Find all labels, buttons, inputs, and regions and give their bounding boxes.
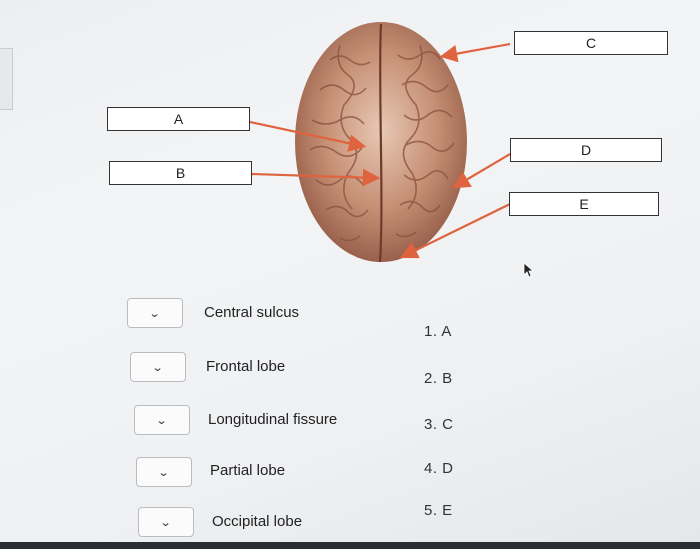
choice-4: 4. D — [424, 460, 454, 477]
label-box-e: E — [509, 192, 659, 216]
choice-5: 5. E — [424, 502, 453, 519]
term-frontal-lobe: Frontal lobe — [206, 358, 286, 375]
chevron-down-icon: ⌄ — [152, 361, 164, 374]
label-box-c: C — [514, 31, 668, 55]
label-e: E — [579, 196, 589, 212]
label-box-d: D — [510, 138, 662, 162]
label-c: C — [585, 35, 597, 51]
window-edge — [0, 48, 13, 110]
match-dropdown-2[interactable]: ⌄ — [130, 352, 186, 382]
choice-3: 3. C — [424, 416, 454, 433]
chevron-down-icon: ⌄ — [160, 516, 172, 529]
match-dropdown-4[interactable]: ⌄ — [136, 457, 192, 487]
label-d: D — [580, 142, 592, 158]
term-central-sulcus: Central sulcus — [204, 304, 300, 321]
chevron-down-icon: ⌄ — [149, 307, 161, 320]
chevron-down-icon: ⌄ — [156, 414, 168, 427]
label-box-b: B — [109, 161, 252, 185]
term-partial-lobe: Partial lobe — [210, 462, 286, 479]
longitudinal-fissure-line — [378, 23, 383, 263]
label-b: B — [175, 165, 186, 181]
match-dropdown-5[interactable]: ⌄ — [138, 507, 194, 537]
label-box-a: A — [107, 107, 250, 131]
chevron-down-icon: ⌄ — [158, 466, 170, 479]
choice-2: 2. B — [424, 370, 453, 387]
choice-1: 1. A — [424, 323, 452, 340]
label-a: A — [173, 111, 184, 127]
term-occipital-lobe: Occipital lobe — [212, 513, 303, 530]
match-dropdown-1[interactable]: ⌄ — [127, 298, 183, 328]
term-longitudinal-fissure: Longitudinal fissure — [208, 411, 338, 428]
match-dropdown-3[interactable]: ⌄ — [134, 405, 190, 435]
mouse-cursor-icon — [523, 262, 535, 278]
bottom-bar — [0, 542, 700, 549]
